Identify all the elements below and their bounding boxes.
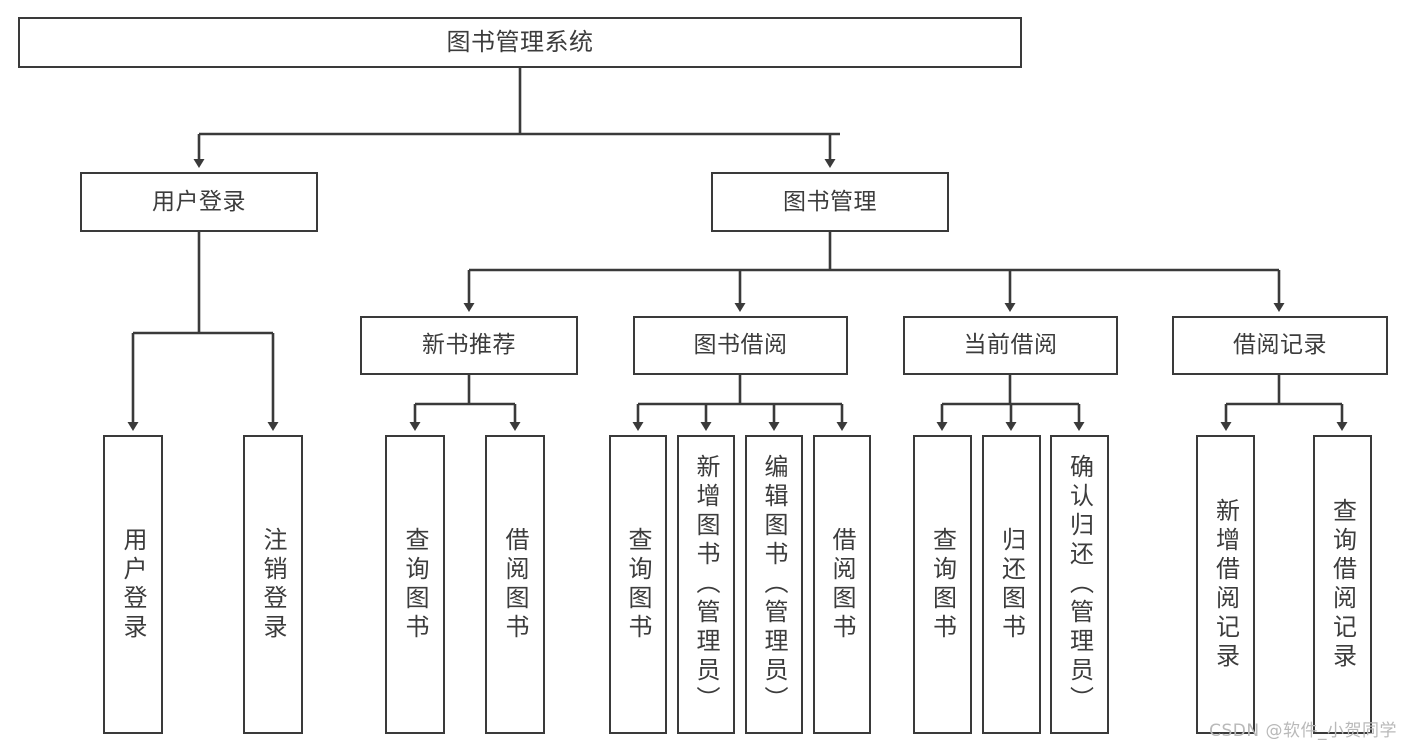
node-label: 查询图书 bbox=[928, 526, 957, 643]
node-label: 借阅记录 bbox=[1233, 332, 1327, 359]
node-label: 图书借阅 bbox=[693, 332, 788, 359]
node-label: 用户登录 bbox=[119, 526, 147, 643]
node-leaf-query-book-borrow[interactable]: 查询图书 bbox=[609, 435, 667, 734]
node-level1-book-management[interactable]: 图书管理 bbox=[711, 172, 949, 232]
node-leaf-add-book-admin[interactable]: 新增图书（管理员） bbox=[677, 435, 735, 734]
node-leaf-edit-book-admin[interactable]: 编辑图书（管理员） bbox=[745, 435, 803, 734]
node-leaf-borrow-book[interactable]: 借阅图书 bbox=[813, 435, 871, 734]
node-label: 注销登录 bbox=[259, 526, 287, 643]
node-leaf-query-book-recommend[interactable]: 查询图书 bbox=[385, 435, 445, 734]
node-label: 新书推荐 bbox=[422, 332, 516, 359]
node-label: 查询借阅记录 bbox=[1328, 497, 1357, 672]
node-label: 图书管理 bbox=[783, 188, 877, 215]
node-leaf-user-login[interactable]: 用户登录 bbox=[103, 435, 163, 734]
node-leaf-query-borrow-record[interactable]: 查询借阅记录 bbox=[1313, 435, 1372, 734]
node-level2-new-book-recommend[interactable]: 新书推荐 bbox=[360, 316, 578, 375]
node-label: 用户登录 bbox=[152, 188, 246, 215]
node-leaf-query-book-current[interactable]: 查询图书 bbox=[913, 435, 972, 734]
node-root[interactable]: 图书管理系统 bbox=[18, 17, 1022, 68]
node-leaf-logout[interactable]: 注销登录 bbox=[243, 435, 303, 734]
node-label: 查询图书 bbox=[401, 526, 429, 643]
node-label: 当前借阅 bbox=[963, 332, 1058, 359]
node-label: 查询图书 bbox=[624, 526, 652, 643]
node-leaf-add-borrow-record[interactable]: 新增借阅记录 bbox=[1196, 435, 1255, 734]
node-level1-user-login[interactable]: 用户登录 bbox=[80, 172, 318, 232]
node-label: 确认归还（管理员） bbox=[1065, 454, 1094, 715]
node-label: 图书管理系统 bbox=[446, 27, 594, 56]
node-level2-current-borrow[interactable]: 当前借阅 bbox=[903, 316, 1118, 375]
node-leaf-borrow-book-recommend[interactable]: 借阅图书 bbox=[485, 435, 545, 734]
node-label: 借阅图书 bbox=[501, 526, 529, 643]
node-label: 新增图书（管理员） bbox=[692, 454, 720, 715]
node-label: 编辑图书（管理员） bbox=[760, 454, 788, 715]
watermark: CSDN @软件_小贺同学 bbox=[1209, 721, 1397, 741]
node-label: 借阅图书 bbox=[828, 526, 856, 643]
node-label: 新增借阅记录 bbox=[1211, 497, 1240, 672]
node-leaf-confirm-return-admin[interactable]: 确认归还（管理员） bbox=[1050, 435, 1109, 734]
node-level2-book-borrow[interactable]: 图书借阅 bbox=[633, 316, 848, 375]
node-leaf-return-book[interactable]: 归还图书 bbox=[982, 435, 1041, 734]
node-label: 归还图书 bbox=[997, 526, 1026, 643]
node-level2-borrow-record[interactable]: 借阅记录 bbox=[1172, 316, 1388, 375]
